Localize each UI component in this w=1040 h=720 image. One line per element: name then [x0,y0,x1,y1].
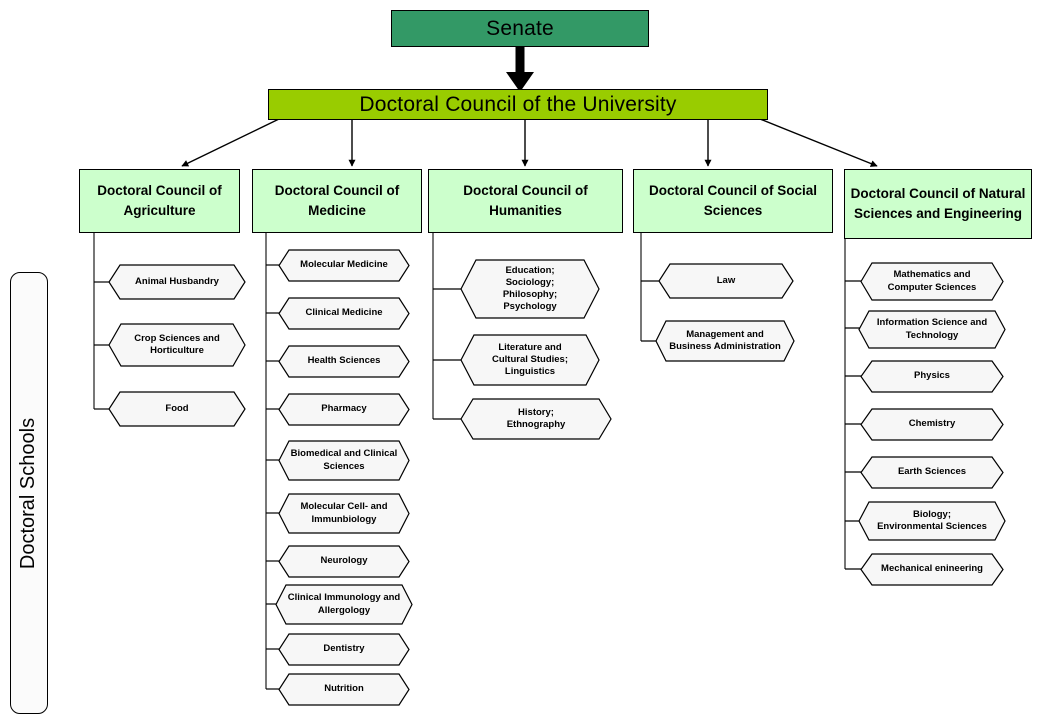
leaf-social-sciences-0[interactable]: Law [658,263,794,299]
node-university[interactable]: Doctoral Council of the University [268,89,768,120]
leaf-social-sciences-1[interactable]: Management and Business Administration [655,320,795,362]
leaf-natural-sciences-5[interactable]: Biology; Environmental Sciences [858,501,1006,541]
leaf-medicine-8-label: Dentistry [323,643,365,655]
edge-senate-to-university [506,46,534,92]
leaf-medicine-2-label: Health Sciences [307,355,381,367]
council-header-medicine-label: Doctoral Council of Medicine [274,183,400,218]
leaf-medicine-5[interactable]: Molecular Cell- and Immunbiology [278,493,410,534]
hexagon-shape [278,493,410,534]
leaf-natural-sciences-0-label: Mathematics and Computer Sciences [887,269,977,293]
leaf-natural-sciences-6-label: Mechanical enineering [881,563,983,575]
leaf-medicine-3-label: Pharmacy [321,403,367,415]
leaf-humanities-1[interactable]: Literature and Cultural Studies; Linguis… [460,334,600,386]
council-header-agriculture[interactable]: Doctoral Council of Agriculture [79,169,240,233]
council-header-medicine[interactable]: Doctoral Council of Medicine [252,169,422,233]
leaf-medicine-6-label: Neurology [320,555,368,567]
leaf-medicine-7[interactable]: Clinical Immunology and Allergology [275,584,413,625]
leaf-humanities-0-label: Education; Sociology; Philosophy; Psycho… [502,264,558,313]
leaf-medicine-8[interactable]: Dentistry [278,633,410,666]
doctoral-schools-side-label-text: Doctoral Schools [17,417,40,569]
edge-trunk-medicine [265,233,280,690]
hexagon-shape [858,501,1006,541]
leaf-natural-sciences-1-label: Information Science and Technology [876,317,988,341]
hexagon-shape [108,264,246,300]
hexagon-shape [860,360,1004,393]
hexagon-shape [460,259,600,319]
hexagon-shape [860,262,1004,301]
hexagon-shape [278,545,410,578]
leaf-natural-sciences-3-label: Chemistry [908,418,956,430]
leaf-natural-sciences-5-label: Biology; Environmental Sciences [877,508,987,532]
node-senate[interactable]: Senate [391,10,649,47]
doctoral-schools-side-label: Doctoral Schools [10,272,48,714]
hexagon-shape [278,345,410,378]
leaf-medicine-0-label: Molecular Medicine [300,259,388,271]
hexagon-shape [278,297,410,330]
leaf-natural-sciences-3[interactable]: Chemistry [860,408,1004,441]
leaf-humanities-1-label: Literature and Cultural Studies; Linguis… [491,341,568,378]
leaf-agriculture-1[interactable]: Crop Sciences and Horticulture [108,323,246,367]
hexagon-shape [278,633,410,666]
leaf-agriculture-1-label: Crop Sciences and Horticulture [134,332,220,356]
hexagon-shape [278,393,410,426]
leaf-natural-sciences-2-label: Physics [914,370,950,382]
council-header-humanities-label: Doctoral Council of Humanities [463,183,588,218]
hexagon-shape [860,456,1004,489]
leaf-medicine-9[interactable]: Nutrition [278,673,410,706]
leaf-medicine-0[interactable]: Molecular Medicine [278,249,410,282]
leaf-humanities-2-label: History; Ethnography [506,406,566,430]
hexagon-shape [278,440,410,481]
leaf-medicine-5-label: Molecular Cell- and Immunbiology [300,501,388,525]
edge-trunk-natural-sciences [844,239,862,570]
hexagon-shape [858,310,1006,349]
leaf-medicine-3[interactable]: Pharmacy [278,393,410,426]
edge-trunk-humanities [432,233,462,420]
hexagon-shape [860,408,1004,441]
leaf-agriculture-2-label: Food [165,402,189,414]
leaf-medicine-4-label: Biomedical and Clinical Sciences [290,448,398,472]
edge-university-to-natural-sciences [759,118,878,167]
council-header-agriculture-label: Doctoral Council of Agriculture [97,183,222,218]
hexagon-shape [275,584,413,625]
hexagon-shape [278,673,410,706]
leaf-natural-sciences-1[interactable]: Information Science and Technology [858,310,1006,349]
council-header-natural-sciences[interactable]: Doctoral Council of Natural Sciences and… [844,169,1032,239]
edge-trunk-agriculture [93,233,110,410]
leaf-medicine-7-label: Clinical Immunology and Allergology [287,592,401,616]
hexagon-shape [655,320,795,362]
leaf-medicine-2[interactable]: Health Sciences [278,345,410,378]
hexagon-shape [658,263,794,299]
leaf-natural-sciences-2[interactable]: Physics [860,360,1004,393]
leaf-social-sciences-0-label: Law [716,274,736,286]
leaf-natural-sciences-0[interactable]: Mathematics and Computer Sciences [860,262,1004,301]
leaf-humanities-2[interactable]: History; Ethnography [460,398,612,440]
node-senate-label: Senate [486,16,554,40]
hexagon-shape [108,323,246,367]
leaf-agriculture-0-label: Animal Husbandry [135,275,219,287]
leaf-medicine-6[interactable]: Neurology [278,545,410,578]
leaf-medicine-1-label: Clinical Medicine [305,307,383,319]
council-header-social-sciences-label: Doctoral Council of Social Sciences [648,183,818,218]
leaf-agriculture-0[interactable]: Animal Husbandry [108,264,246,300]
leaf-medicine-1[interactable]: Clinical Medicine [278,297,410,330]
leaf-medicine-9-label: Nutrition [324,683,364,695]
hexagon-shape [460,398,612,440]
council-header-natural-sciences-label: Doctoral Council of Natural Sciences and… [850,186,1026,221]
leaf-agriculture-2[interactable]: Food [108,391,246,427]
leaf-social-sciences-1-label: Management and Business Administration [669,328,781,352]
hexagon-shape [278,249,410,282]
leaf-medicine-4[interactable]: Biomedical and Clinical Sciences [278,440,410,481]
hexagon-shape [860,553,1004,586]
leaf-natural-sciences-4[interactable]: Earth Sciences [860,456,1004,489]
edge-university-to-agriculture [181,118,280,167]
leaf-humanities-0[interactable]: Education; Sociology; Philosophy; Psycho… [460,259,600,319]
node-university-label: Doctoral Council of the University [359,92,677,116]
council-header-social-sciences[interactable]: Doctoral Council of Social Sciences [633,169,833,233]
hexagon-shape [460,334,600,386]
hexagon-shape [108,391,246,427]
leaf-natural-sciences-4-label: Earth Sciences [897,466,967,478]
leaf-natural-sciences-6[interactable]: Mechanical enineering [860,553,1004,586]
council-header-humanities[interactable]: Doctoral Council of Humanities [428,169,623,233]
